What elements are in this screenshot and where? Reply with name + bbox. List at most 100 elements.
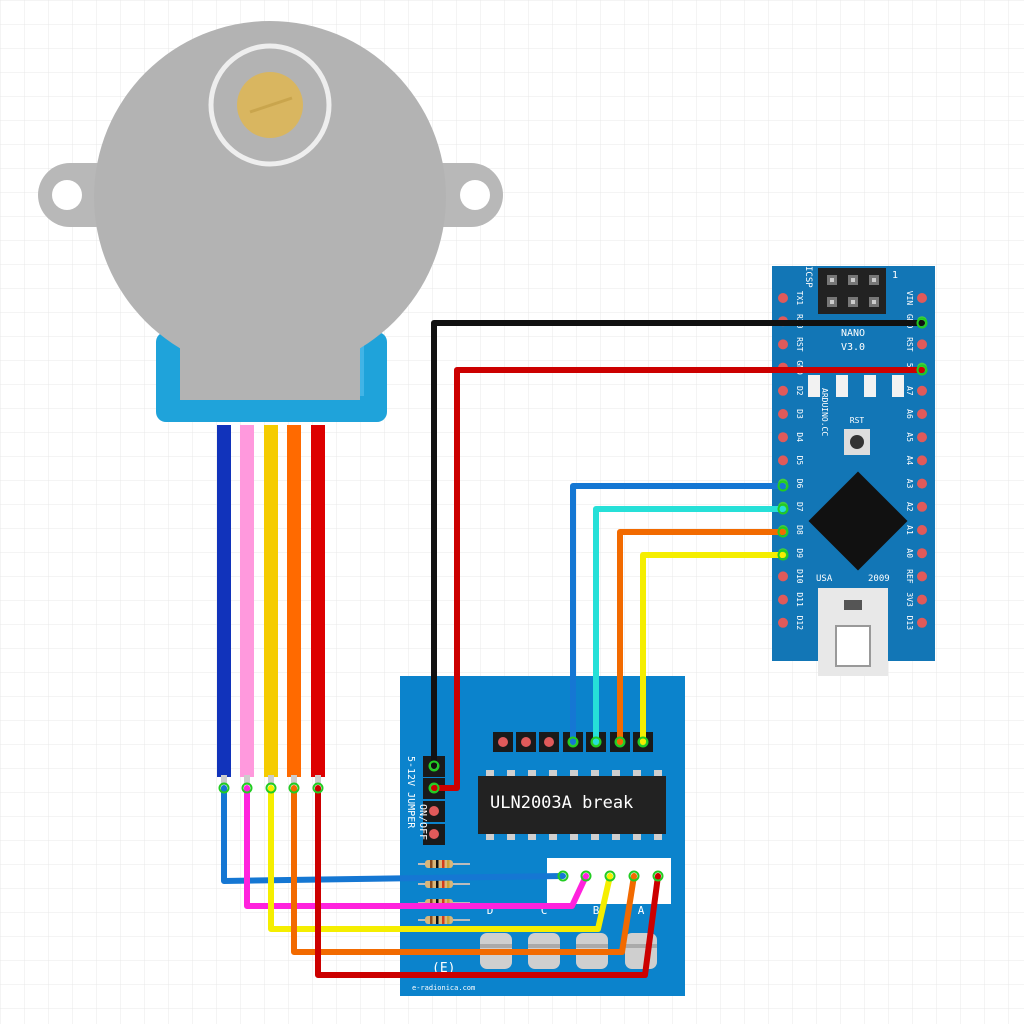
motor-lead-red xyxy=(311,425,325,777)
motor-lead-blue xyxy=(217,425,231,777)
wire-in4 xyxy=(640,552,786,745)
nano-pin-label: D12 xyxy=(795,616,804,631)
wire-coil-red xyxy=(315,785,661,978)
nano-pin-right-vin[interactable]: VIN xyxy=(905,291,927,306)
nano-pin-label: TX1 xyxy=(795,291,804,306)
nano-led-l xyxy=(892,375,904,397)
wires xyxy=(217,320,925,978)
pin1-label: 1 xyxy=(892,270,898,281)
nano-leds xyxy=(808,375,904,397)
nano-pin-right-ref[interactable]: REF xyxy=(905,569,927,584)
nano-pin-right-a7[interactable]: A7 xyxy=(905,385,927,396)
nano-pin-label: D11 xyxy=(795,592,804,607)
icsp-header xyxy=(818,268,886,314)
driver-power-pin[interactable] xyxy=(423,801,445,822)
nano-pin-d11[interactable]: D11 xyxy=(778,592,804,607)
channel-letter: D xyxy=(487,904,494,917)
nano-model: NANO xyxy=(841,328,865,339)
usa-label: USA xyxy=(816,574,833,584)
nano-led-tx xyxy=(808,375,820,397)
driver-header-pin[interactable] xyxy=(493,732,513,752)
nano-pin-label: A3 xyxy=(905,479,914,489)
nano-pin-label: RST xyxy=(795,337,804,352)
nano-pin-right-a3[interactable]: A3 xyxy=(905,478,927,489)
nano-pin-tx1[interactable]: TX1 xyxy=(778,291,804,306)
nano-pin-right-a0[interactable]: A0 xyxy=(905,548,927,559)
wire-coil-pink xyxy=(244,785,589,909)
resistor xyxy=(418,916,470,924)
reset-button-cap-icon[interactable] xyxy=(850,435,864,449)
motor-mount-hole-right xyxy=(460,180,490,210)
nano-pin-label: A5 xyxy=(905,432,914,442)
channel-letter: A xyxy=(638,904,645,917)
motor-body-base xyxy=(180,338,360,400)
nano-pin-d5[interactable]: D5 xyxy=(778,455,804,466)
arduino-nano: ICSP 1 NANO V3.0 ARDUINO.CC RST USA 2009… xyxy=(772,266,935,676)
nano-pin-label: VIN xyxy=(905,291,914,306)
stepper-motor xyxy=(38,21,503,422)
rst-button-label: RST xyxy=(850,416,865,425)
driver-header-pin[interactable] xyxy=(516,732,536,752)
nano-pin-label: D10 xyxy=(795,569,804,584)
reset-button[interactable] xyxy=(844,429,870,455)
nano-led-pwr xyxy=(864,375,876,397)
nano-site: ARDUINO.CC xyxy=(820,388,829,436)
nano-pin-rst[interactable]: RST xyxy=(778,337,804,352)
motor-lead-orange xyxy=(287,425,301,777)
motor-shaft-flat xyxy=(249,96,293,114)
nano-version: V3.0 xyxy=(841,342,865,353)
nano-pin-label: D7 xyxy=(795,502,804,512)
channel-letter: C xyxy=(541,904,548,917)
nano-microcontroller xyxy=(808,471,908,571)
jumper-label: 5-12V JUMPER xyxy=(405,756,416,829)
nano-pin-label: 3V3 xyxy=(905,592,914,607)
nano-pin-label: D8 xyxy=(795,525,804,535)
nano-pin-label: A2 xyxy=(905,502,914,512)
nano-pin-right-a2[interactable]: A2 xyxy=(905,501,927,512)
nano-pin-label: A1 xyxy=(905,525,914,535)
nano-pin-label: D4 xyxy=(795,432,804,442)
driver-power-pin[interactable] xyxy=(423,824,445,845)
nano-pin-label: D6 xyxy=(795,479,804,489)
nano-pin-right-a5[interactable]: A5 xyxy=(905,432,927,443)
motor-mount-hole-left xyxy=(52,180,82,210)
channel-letter: B xyxy=(593,904,600,917)
nano-pin-right-a6[interactable]: A6 xyxy=(905,409,927,419)
nano-pin-label: D5 xyxy=(795,456,804,466)
nano-pin-right-3v3[interactable]: 3V3 xyxy=(905,592,927,607)
icsp-label: ICSP xyxy=(803,266,813,288)
nano-pin-label: A7 xyxy=(905,386,914,396)
nano-pin-right-a4[interactable]: A4 xyxy=(905,455,927,466)
nano-pin-label: D2 xyxy=(795,386,804,396)
motor-lead-yellow xyxy=(264,425,278,777)
nano-pin-right-d13[interactable]: D13 xyxy=(905,616,927,631)
nano-pin-label: REF xyxy=(905,569,914,584)
nano-pin-label: D3 xyxy=(795,409,804,419)
motor-body xyxy=(94,21,446,373)
chip-body xyxy=(478,776,666,834)
usb-socket-icon[interactable] xyxy=(835,625,871,667)
nano-pin-d3[interactable]: D3 xyxy=(778,409,804,419)
nano-led-rx xyxy=(836,375,848,397)
nano-pin-d10[interactable]: D10 xyxy=(778,569,804,584)
year-label: 2009 xyxy=(868,574,890,584)
wire-coil-blue xyxy=(221,785,566,884)
nano-pin-right-rst[interactable]: RST xyxy=(905,337,927,352)
nano-pin-d12[interactable]: D12 xyxy=(778,616,804,631)
onoff-label: ON/OFF xyxy=(417,804,428,840)
wire-in2 xyxy=(593,506,786,745)
nano-pin-label: A6 xyxy=(905,409,914,419)
wire-in3 xyxy=(617,529,786,745)
usb-port[interactable] xyxy=(818,588,888,676)
nano-pin-right-a1[interactable]: A1 xyxy=(905,525,927,535)
nano-pin-label: D9 xyxy=(795,548,804,558)
nano-pin-d4[interactable]: D4 xyxy=(778,432,804,443)
nano-pin-label: RST xyxy=(905,337,914,352)
nano-pin-d2[interactable]: D2 xyxy=(778,385,804,396)
motor-lead-pink xyxy=(240,425,254,777)
wire-coil-orange xyxy=(291,785,637,955)
icsp-block xyxy=(818,268,886,314)
uln2003-chip: ULN2003A break xyxy=(478,770,666,840)
driver-header-pin[interactable] xyxy=(539,732,559,752)
